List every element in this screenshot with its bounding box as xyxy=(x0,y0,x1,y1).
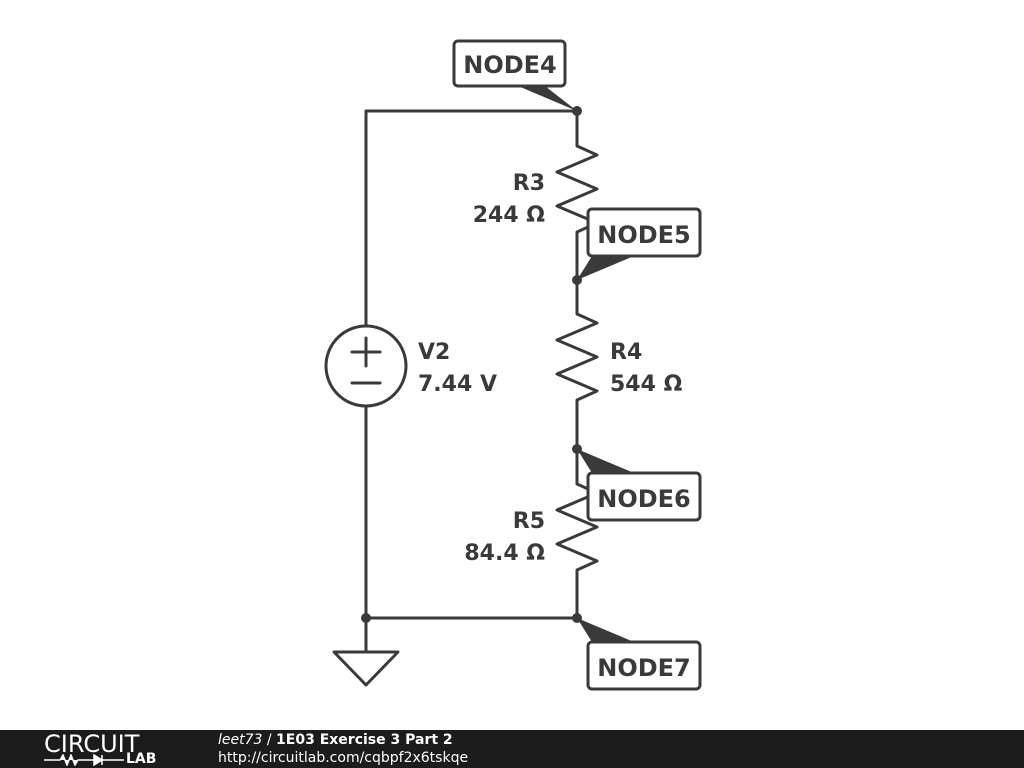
logo-waveform-icon xyxy=(44,754,124,766)
r3-ref-label: R3 xyxy=(513,171,545,196)
project-title[interactable]: 1E03 Exercise 3 Part 2 xyxy=(276,732,453,748)
node6-label: NODE6 xyxy=(597,485,691,513)
v2-ref-label: V2 xyxy=(418,340,450,365)
author-link[interactable]: leet73 xyxy=(218,732,263,748)
resistor-r4-symbol xyxy=(555,278,599,451)
circuitlab-logo[interactable]: CIRCUIT LAB xyxy=(40,730,180,768)
r5-value-label: 84.4 Ω xyxy=(464,541,545,566)
ground-icon xyxy=(332,650,400,687)
node6-flag[interactable] xyxy=(586,471,702,522)
footer-title-line: leet73 / 1E03 Exercise 3 Part 2 xyxy=(218,731,453,749)
node7-flag[interactable] xyxy=(586,640,702,691)
r4-value-label: 544 Ω xyxy=(610,372,683,397)
resistor-r5-symbol xyxy=(555,447,599,620)
node7-pointer xyxy=(577,618,634,642)
node6-pointer xyxy=(577,449,634,473)
footer-bar: CIRCUIT LAB leet73 / 1E03 Exercise 3 Par… xyxy=(0,730,1024,768)
circuit-schematic: NODE4 NODE5 NODE6 NODE7 R3 244 Ω R4 544 … xyxy=(324,39,702,691)
node5-label: NODE5 xyxy=(597,221,691,249)
logo-circuit-text: CIRCUIT xyxy=(44,730,140,758)
r4-ref-label: R4 xyxy=(610,340,642,365)
project-url[interactable]: http://circuitlab.com/cqbpf2x6tskqe xyxy=(218,750,469,766)
r3-value-label: 244 Ω xyxy=(473,203,546,228)
logo-lab-text: LAB xyxy=(126,751,157,767)
node5-flag[interactable] xyxy=(586,207,702,258)
path-separator: / xyxy=(262,732,277,748)
node4-flag[interactable] xyxy=(452,39,567,88)
plus-sign-icon xyxy=(350,336,382,368)
resistor-r3-symbol xyxy=(555,109,599,282)
node5-pointer xyxy=(577,256,634,280)
node7-label: NODE7 xyxy=(597,654,691,682)
v2-value-label: 7.44 V xyxy=(418,372,497,397)
node4-label: NODE4 xyxy=(463,51,557,79)
junction-ground xyxy=(361,613,371,623)
r5-ref-label: R5 xyxy=(513,509,545,534)
node4-pointer xyxy=(518,86,577,111)
